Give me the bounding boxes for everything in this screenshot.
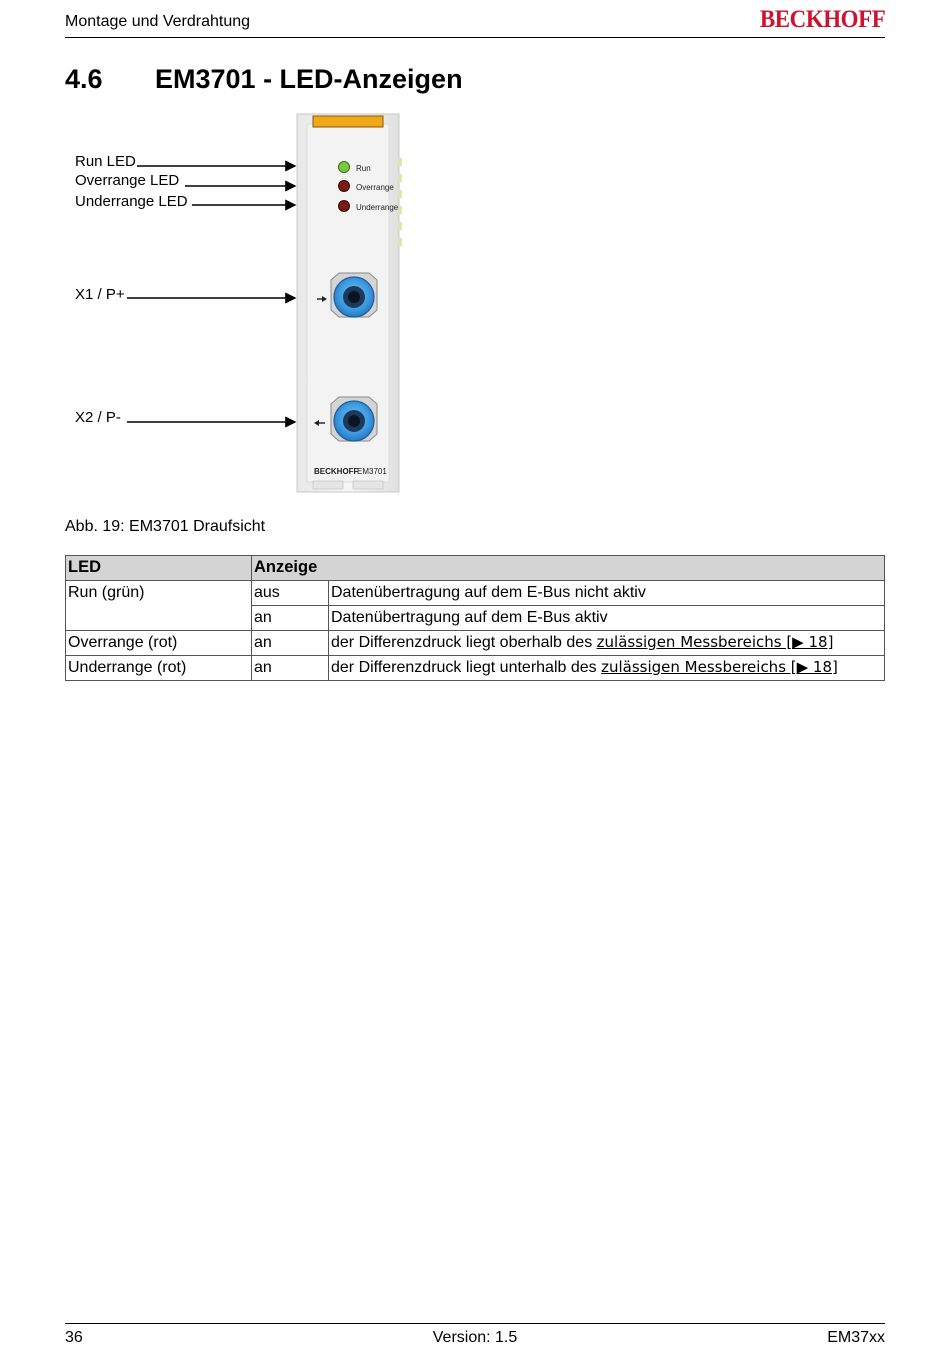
header-divider (65, 37, 885, 38)
led-description-cell: Datenübertragung auf dem E-Bus nicht akt… (328, 580, 885, 606)
led-state-cell: aus (251, 580, 329, 606)
led-description-cell: Datenübertragung auf dem E-Bus aktiv (328, 605, 885, 631)
table-row: Underrange (rot) an der Differenzdruck l… (65, 655, 885, 681)
callout-run-led: Run LED (75, 153, 136, 171)
run-led (338, 161, 350, 173)
footer-page-number: 36 (65, 1329, 83, 1346)
table-row: Overrange (rot) an der Differenzdruck li… (65, 630, 885, 656)
section-title: EM3701 - LED-Anzeigen (155, 64, 463, 94)
led-state-cell: an (251, 605, 329, 631)
led-name-cell: Run (grün) (65, 580, 252, 631)
overrange-led (338, 180, 350, 192)
description-text: der Differenzdruck liegt oberhalb des (331, 634, 593, 651)
device-model-label: EM3701 (357, 467, 387, 476)
device-label-overrange: Overrange (356, 183, 394, 192)
device-figure: Run Overrange Underrange BECKHOFF EM3701 (65, 110, 425, 495)
table-row: an Datenübertragung auf dem E-Bus aktiv (66, 605, 885, 631)
measuring-range-link[interactable]: zulässigen Messbereichs [▶ 18] (596, 633, 834, 651)
device-illustration: Run Overrange Underrange BECKHOFF EM3701 (127, 113, 402, 493)
device-label-run: Run (356, 164, 371, 173)
led-name-cell: Overrange (rot) (65, 630, 252, 656)
underrange-led (338, 200, 350, 212)
callout-overrange-led: Overrange LED (75, 172, 180, 190)
callout-underrange-led: Underrange LED (75, 193, 188, 211)
callout-x1: X1 / P+ (75, 286, 125, 304)
column-header-led: LED (65, 555, 252, 581)
table-row: Run (grün) aus Datenübertragung auf dem … (65, 580, 885, 631)
connector-x1 (317, 272, 378, 318)
table-header-row: LED Anzeige (65, 555, 885, 581)
callout-x2: X2 / P- (75, 409, 121, 427)
device-label-underrange: Underrange (356, 203, 399, 212)
connector-x2 (314, 396, 378, 442)
header-title: Montage und Verdrahtung (65, 13, 251, 30)
device-brand-label: BECKHOFF (314, 467, 359, 476)
beckhoff-logo: BECKHOFF (759, 6, 886, 33)
led-name-cell: Underrange (rot) (65, 655, 252, 681)
label-strip (312, 115, 384, 128)
footer-divider (65, 1323, 885, 1324)
led-description-cell: der Differenzdruck liegt oberhalb des zu… (328, 630, 885, 656)
column-header-anzeige: Anzeige (251, 555, 885, 581)
figure-caption: Abb. 19: EM3701 Draufsicht (65, 518, 266, 535)
description-text: der Differenzdruck liegt unterhalb des (331, 659, 597, 676)
section-heading: 4.6 EM3701 - LED-Anzeigen (65, 64, 463, 95)
led-table: LED Anzeige Run (grün) aus Datenübertrag… (65, 555, 885, 681)
footer-version: Version: 1.5 (432, 1329, 518, 1346)
led-description-cell: der Differenzdruck liegt unterhalb des z… (328, 655, 885, 681)
led-state-cell: an (251, 630, 329, 656)
led-state-cell: an (251, 655, 329, 681)
section-number: 4.6 (65, 64, 103, 94)
measuring-range-link[interactable]: zulässigen Messbereichs [▶ 18] (601, 658, 838, 676)
footer-product: EM37xx (827, 1329, 885, 1346)
